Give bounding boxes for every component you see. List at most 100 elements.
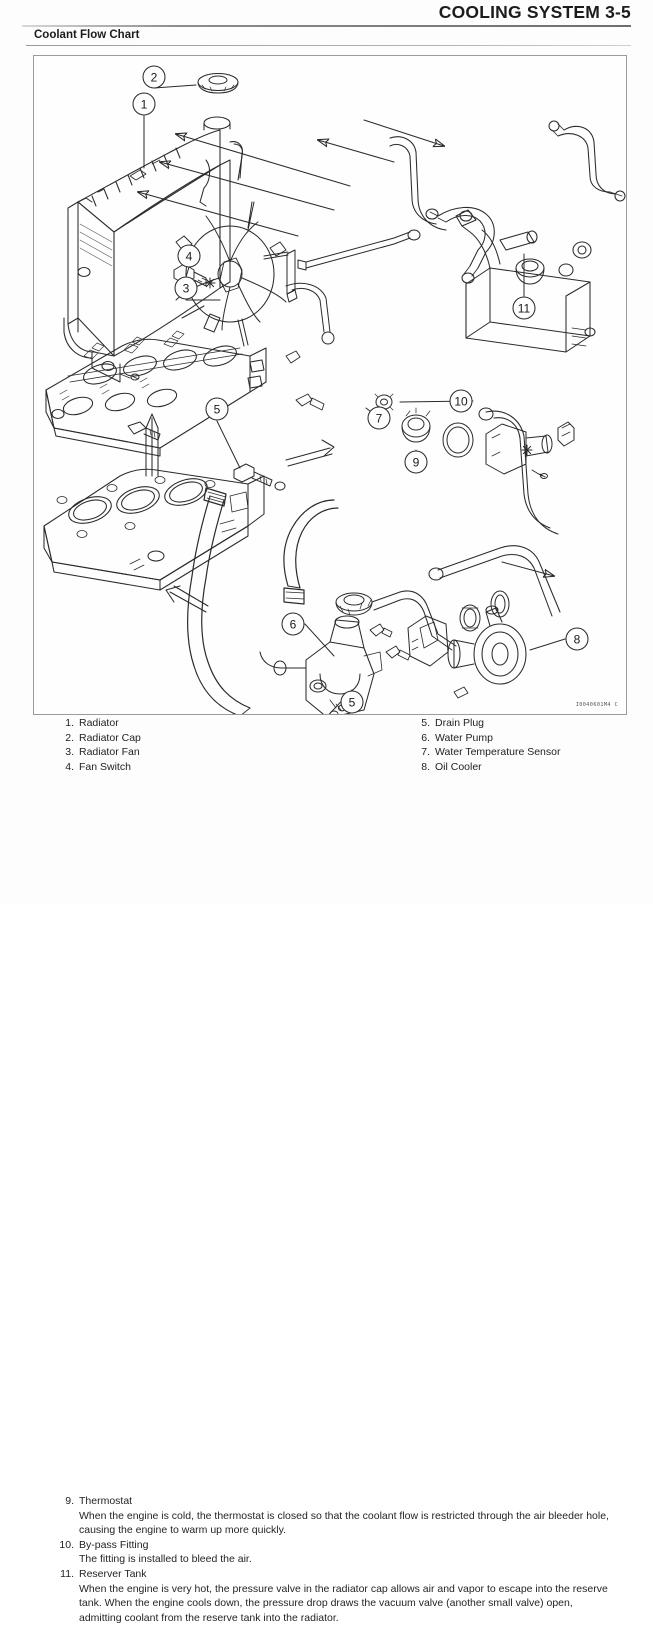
hose-reserve-overflow [548,120,626,202]
section-title: Coolant Flow Chart [34,29,140,41]
callout-11: 11 [512,296,536,320]
callout-7: 7 [367,406,391,430]
part-name: Radiator Fan [79,746,140,759]
page-header: COOLING SYSTEM 3-5 [0,0,653,30]
callout-leaders [143,84,566,714]
page-title: COOLING SYSTEM 3-5 [438,2,631,22]
cylinder-block-part [43,468,265,591]
part-number: 3. [65,746,74,759]
callout-label: 4 [186,249,193,263]
note-heading: 10. By-pass Fitting [58,1538,618,1553]
hose-radiator-upper-left [283,499,339,605]
thermostat-part [401,407,431,443]
part-name: Water Pump [435,731,493,744]
part-number: 2. [65,731,74,744]
callout-bubbles: 1 2 3 4 5 5 6 7 8 9 10 11 [132,65,589,714]
header-divider [22,25,631,27]
callout-5b: 5 [340,690,364,714]
part-name: Fan Switch [79,760,131,773]
part-number: 7. [421,746,430,759]
reserve-tank-part [455,209,596,353]
part-entry: 5.Drain Plug [414,716,560,731]
hose-clamp-right [557,421,575,447]
pipe-block-to-cooler [371,590,457,651]
callout-label: 10 [454,394,468,408]
water-pump-seal [459,604,481,632]
callout-label: 8 [574,632,581,646]
part-name: Oil Cooler [435,760,482,773]
callout-4: 4 [177,244,201,268]
note-name: Reserver Tank [79,1567,147,1580]
part-entry: 4. Fan Switch [58,760,141,775]
part-name: Radiator [79,717,119,729]
note-name: By-pass Fitting [79,1538,149,1551]
pipe-upper-straight [297,229,421,271]
asterisk-marks [204,277,533,456]
note-heading: 9. Thermostat [58,1494,618,1509]
figure-code: I0040601M4 C [575,702,618,708]
callout-2: 2 [142,65,166,89]
callout-label: 11 [518,301,531,315]
flow-arrows [138,119,554,613]
radiator-fan-part [175,201,289,347]
note-number: 11. [60,1567,74,1580]
drain-plug-lower [329,710,339,714]
note-name: Thermostat [79,1495,133,1507]
part-number: 4. [65,760,74,773]
note-text: When the engine is cold, the thermostat … [79,1509,609,1537]
callout-label: 7 [376,411,383,425]
part-entry: 3. Radiator Fan [58,745,141,760]
part-name: Radiator Cap [79,731,141,744]
part-number: 8. [421,760,430,773]
water-pump-oring [490,590,510,618]
radiator-cap-part [197,73,239,94]
part-entry: 1. Radiator [58,716,141,731]
callout-label: 5 [214,402,221,416]
callout-6: 6 [281,612,305,636]
thermostat-oring [442,422,474,458]
hose-head-to-radiator [389,136,447,231]
callout-8: 8 [565,627,589,651]
water-pump-impeller [335,592,373,616]
callout-label: 3 [183,281,190,295]
part-entry: 8. Oil Cooler [414,760,560,775]
part-entry: 2. Radiator Cap [58,731,141,746]
part-entry: 7. Water Temperature Sensor [414,745,560,760]
coolant-flow-diagram: 1 2 3 4 5 5 6 7 8 9 10 11 I0040601M4 C [33,55,627,715]
radiator-part [63,116,244,383]
part-number: 6. [421,731,430,744]
oil-cooler-part [447,605,527,685]
note-text: The fitting is installed to bleed the ai… [79,1553,252,1566]
cylinder-head-part [45,330,267,457]
callout-label: 1 [141,97,148,111]
section-divider [26,45,631,46]
pipe-oil-cooler-lower [428,545,561,617]
note-text: When the engine is very hot, the pressur… [79,1582,608,1624]
note-heading: 11. Reserver Tank [58,1567,618,1582]
callout-label: 5 [349,695,356,709]
fan-bracket-part [286,249,298,303]
part-number: 1. [65,717,74,729]
water-temp-sensor-part [127,421,161,441]
callout-1: 1 [132,92,156,116]
pipe-oil-cooler-upper [478,407,559,535]
hose-radiator-lower-left [187,487,251,714]
drain-plug-upper [233,463,286,491]
note-number: 9. [65,1495,74,1507]
part-name: Drain Plug [435,717,485,729]
tube-air-bleeder [285,282,335,345]
callout-9: 9 [404,450,428,474]
callout-3: 3 [174,276,198,300]
callout-5: 5 [205,397,229,421]
note-number: 10. [59,1538,74,1551]
hose-pump-outlet [259,651,307,676]
callout-label: 6 [290,617,297,631]
callout-label: 9 [413,455,420,469]
hose-upper-right [425,206,495,284]
part-entry: 6. Water Pump [414,731,560,746]
part-name: Water Temperature Sensor [435,746,561,759]
